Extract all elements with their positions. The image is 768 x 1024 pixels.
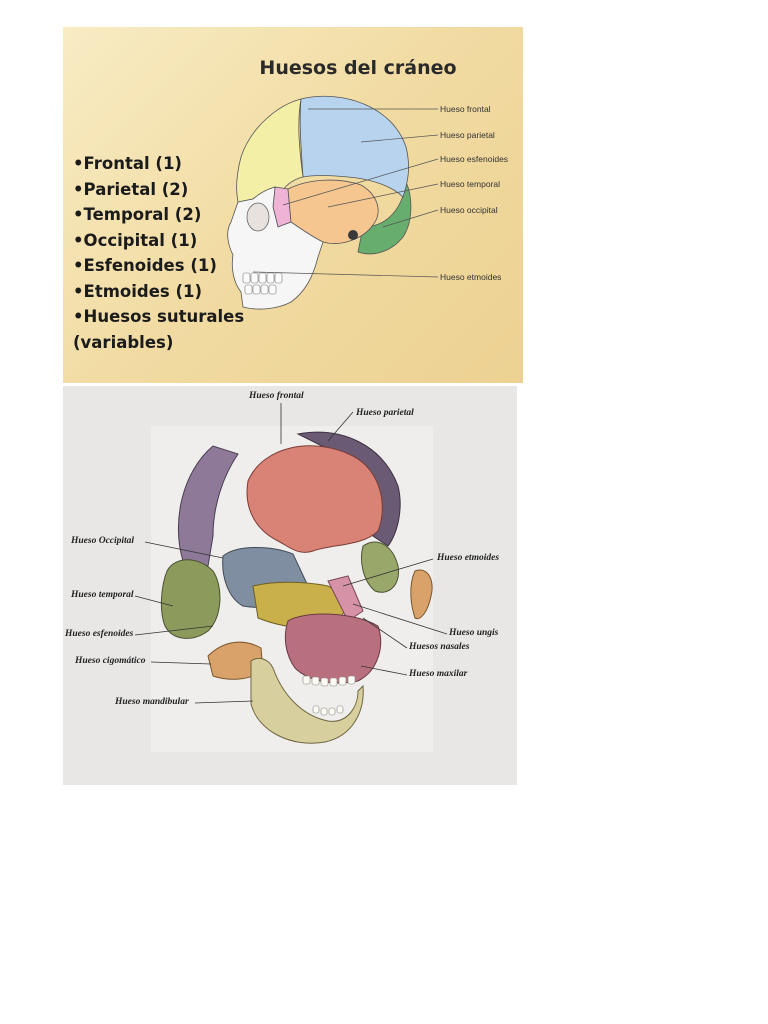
bone-list-item: (variables) <box>73 332 174 352</box>
zygomatic-bone-right <box>410 569 433 620</box>
slide-title: Huesos del cráneo <box>259 57 457 79</box>
bone-list: •Frontal (1) •Parietal (2) •Temporal (2)… <box>73 151 244 355</box>
bone-list-item: •Frontal (1) <box>73 154 182 173</box>
label-maxilar: Hueso maxilar <box>409 669 468 679</box>
label-etmoides: Hueso etmoides <box>440 272 502 282</box>
bone-list-item: •Occipital (1) <box>73 230 198 250</box>
exploded-skull-illustration <box>134 403 448 752</box>
temporal-bone <box>160 559 221 639</box>
skull-bones-slide: Huesos del cráneo •Frontal (1) •Parietal… <box>63 27 523 383</box>
label-parietal: Hueso parietal <box>440 130 495 140</box>
label-frontal: Hueso frontal <box>440 104 491 114</box>
label-esfenoides: Hueso esfenoides <box>65 629 134 639</box>
parietal-bone <box>299 95 409 198</box>
bone-list-item: •Parietal (2) <box>73 179 189 199</box>
maxilla-bone <box>284 613 382 684</box>
orbit-shape <box>246 202 270 232</box>
nasal-bones <box>327 575 364 622</box>
mandible-bone <box>250 657 364 744</box>
teeth-shape <box>302 675 356 716</box>
label-occipital: Hueso Occipital <box>71 536 135 546</box>
label-frontal: Hueso frontal <box>249 391 304 401</box>
occipital-bone <box>177 445 239 567</box>
temporal-bone-right <box>361 541 399 593</box>
label-mandibular: Hueso mandibular <box>115 697 189 707</box>
label-cigomatico: Hueso cigomático <box>75 656 146 666</box>
skull-lateral-illustration <box>227 95 439 310</box>
exploded-skull-panel: Hueso frontal Hueso parietal Hueso Occip… <box>63 386 517 785</box>
label-occipital: Hueso occipital <box>440 205 498 215</box>
frontal-bone <box>246 445 383 553</box>
label-etmoides: Hueso etmoides <box>437 553 500 563</box>
bone-list-item: •Huesos suturales <box>73 307 245 326</box>
bone-list-item: •Temporal (2) <box>73 205 202 224</box>
label-esfenoides: Hueso esfenoides <box>440 154 509 164</box>
bone-list-item: •Etmoides (1) <box>73 281 203 301</box>
label-temporal: Hueso temporal <box>440 179 501 189</box>
bone-list-item: •Esfenoides (1) <box>73 256 217 275</box>
occipital-bone <box>357 180 412 255</box>
label-ungis: Hueso ungis <box>449 628 499 638</box>
label-parietal: Hueso parietal <box>356 408 414 418</box>
teeth-shape <box>242 272 283 295</box>
label-nasales: Huesos nasales <box>409 642 470 652</box>
label-temporal: Hueso temporal <box>71 590 134 600</box>
ear-canal-shape <box>348 230 358 240</box>
